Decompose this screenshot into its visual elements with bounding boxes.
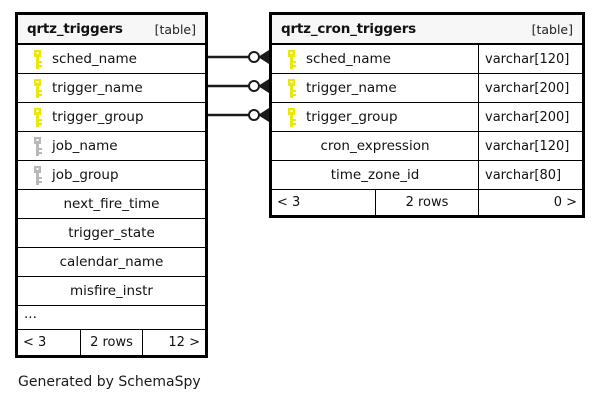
column-type: varchar[120] (485, 138, 570, 154)
column-name-cell: trigger_group (18, 103, 205, 131)
column-name: job_name (52, 138, 118, 154)
table-qrtz-cron-triggers[interactable]: qrtz_cron_triggers [table] sched_name va… (269, 12, 585, 218)
column-name-cell: time_zone_id (272, 161, 478, 189)
table-row[interactable]: sched_name (18, 45, 205, 74)
column-name-cell: trigger_name (272, 74, 478, 102)
column-name-cell: job_name (18, 132, 205, 160)
column-name: sched_name (52, 51, 137, 67)
table-header: qrtz_triggers [table] (18, 15, 205, 45)
table-row[interactable]: next_fire_time (18, 190, 205, 219)
column-name: trigger_name (306, 80, 397, 96)
more-columns-indicator: ... (18, 306, 205, 330)
table-row[interactable]: job_group (18, 161, 205, 190)
table-row[interactable]: time_zone_id varchar[80] (272, 161, 582, 190)
column-name: calendar_name (59, 254, 164, 270)
table-row[interactable]: sched_name varchar[120] (272, 45, 582, 74)
column-name-cell: trigger_group (272, 103, 478, 131)
primary-key-icon (280, 78, 302, 98)
column-name: trigger_state (68, 225, 155, 241)
column-name: trigger_name (52, 80, 143, 96)
foreign-key-icon (26, 136, 48, 156)
diagram-caption: Generated by SchemaSpy (18, 374, 201, 390)
column-type: varchar[200] (485, 109, 570, 125)
table-row[interactable]: trigger_name (18, 74, 205, 103)
table-row[interactable]: calendar_name (18, 248, 205, 277)
primary-key-icon (280, 107, 302, 127)
footer-parents-count[interactable]: < 3 (277, 195, 301, 210)
table-row[interactable]: trigger_group varchar[200] (272, 103, 582, 132)
footer-children-count[interactable]: 12 > (168, 335, 200, 350)
column-name-cell: trigger_state (18, 219, 205, 247)
column-type: varchar[80] (485, 167, 562, 183)
table-row[interactable]: trigger_state (18, 219, 205, 248)
table-footer: < 3 2 rows 12 > (18, 330, 205, 355)
column-name: trigger_group (52, 109, 144, 125)
column-name: time_zone_id (330, 167, 420, 183)
table-row[interactable]: trigger_group (18, 103, 205, 132)
column-name: cron_expression (320, 138, 430, 154)
column-type: varchar[120] (485, 51, 570, 67)
column-name-cell: cron_expression (272, 132, 478, 160)
primary-key-icon (26, 49, 48, 69)
relationship-trigger-group (208, 108, 269, 122)
primary-key-icon (280, 49, 302, 69)
table-title: qrtz_triggers (27, 21, 123, 37)
column-type-cell: varchar[120] (478, 45, 582, 73)
table-row[interactable]: trigger_name varchar[200] (272, 74, 582, 103)
footer-row-count: 2 rows (80, 330, 143, 355)
column-name: trigger_group (306, 109, 398, 125)
column-name-cell: calendar_name (18, 248, 205, 276)
primary-key-icon (26, 107, 48, 127)
column-type-cell: varchar[80] (478, 161, 582, 189)
column-name-cell: trigger_name (18, 74, 205, 102)
column-type: varchar[200] (485, 80, 570, 96)
relationship-sched-name (208, 50, 269, 64)
column-name-cell: sched_name (18, 45, 205, 73)
ellipsis-text: ... (24, 305, 37, 322)
column-name-cell: sched_name (272, 45, 478, 73)
table-row[interactable]: cron_expression varchar[120] (272, 132, 582, 161)
column-type-cell: varchar[200] (478, 103, 582, 131)
table-row[interactable]: job_name (18, 132, 205, 161)
column-name-cell: misfire_instr (18, 277, 205, 305)
column-name: job_group (52, 167, 119, 183)
table-row[interactable]: misfire_instr (18, 277, 205, 306)
primary-key-icon (26, 78, 48, 98)
table-header: qrtz_cron_triggers [table] (272, 15, 582, 45)
column-name-cell: next_fire_time (18, 190, 205, 218)
table-footer: < 3 2 rows 0 > (272, 190, 582, 215)
footer-children-count[interactable]: 0 > (553, 195, 577, 210)
table-title: qrtz_cron_triggers (281, 21, 416, 37)
footer-row-count: 2 rows (375, 190, 479, 215)
table-type-tag: [table] (531, 21, 573, 37)
column-name: sched_name (306, 51, 391, 67)
relationship-trigger-name (208, 79, 269, 93)
column-name: misfire_instr (70, 283, 153, 299)
column-name: next_fire_time (63, 196, 160, 212)
table-qrtz-triggers[interactable]: qrtz_triggers [table] sched_name (15, 12, 208, 358)
table-type-tag: [table] (154, 21, 196, 37)
column-type-cell: varchar[200] (478, 74, 582, 102)
footer-parents-count[interactable]: < 3 (23, 335, 47, 350)
foreign-key-icon (26, 165, 48, 185)
column-type-cell: varchar[120] (478, 132, 582, 160)
column-name-cell: job_group (18, 161, 205, 189)
